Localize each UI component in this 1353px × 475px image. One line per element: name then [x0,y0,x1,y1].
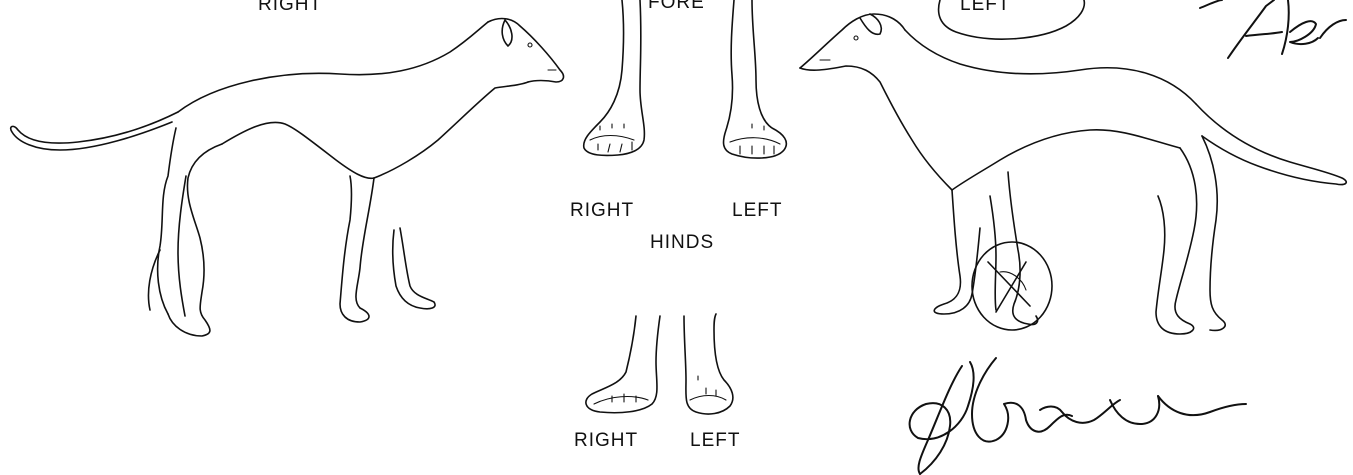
fore-right-foot-label: RIGHT [570,200,634,222]
greyhound-left-side-outline [800,14,1346,334]
left-side-view-label: LEFT [960,0,1010,16]
marking-circle-annotation [972,242,1052,330]
hind-right-foot-outline [586,316,660,413]
fore-left-foot-outline [724,0,787,158]
hinds-label: HINDS [650,232,714,254]
fore-label: FORE [648,0,705,14]
fore-left-foot-label: LEFT [732,200,782,222]
signature-bottom-right [910,358,1246,474]
greyhound-right-side-outline [11,19,564,336]
right-side-view-label: RIGHT [258,0,322,16]
hind-right-foot-label: RIGHT [574,430,638,452]
hind-left-foot-label: LEFT [690,430,740,452]
hind-left-foot-outline [684,314,733,414]
fore-right-foot-outline [584,0,645,155]
signature-top-right [1200,0,1346,58]
